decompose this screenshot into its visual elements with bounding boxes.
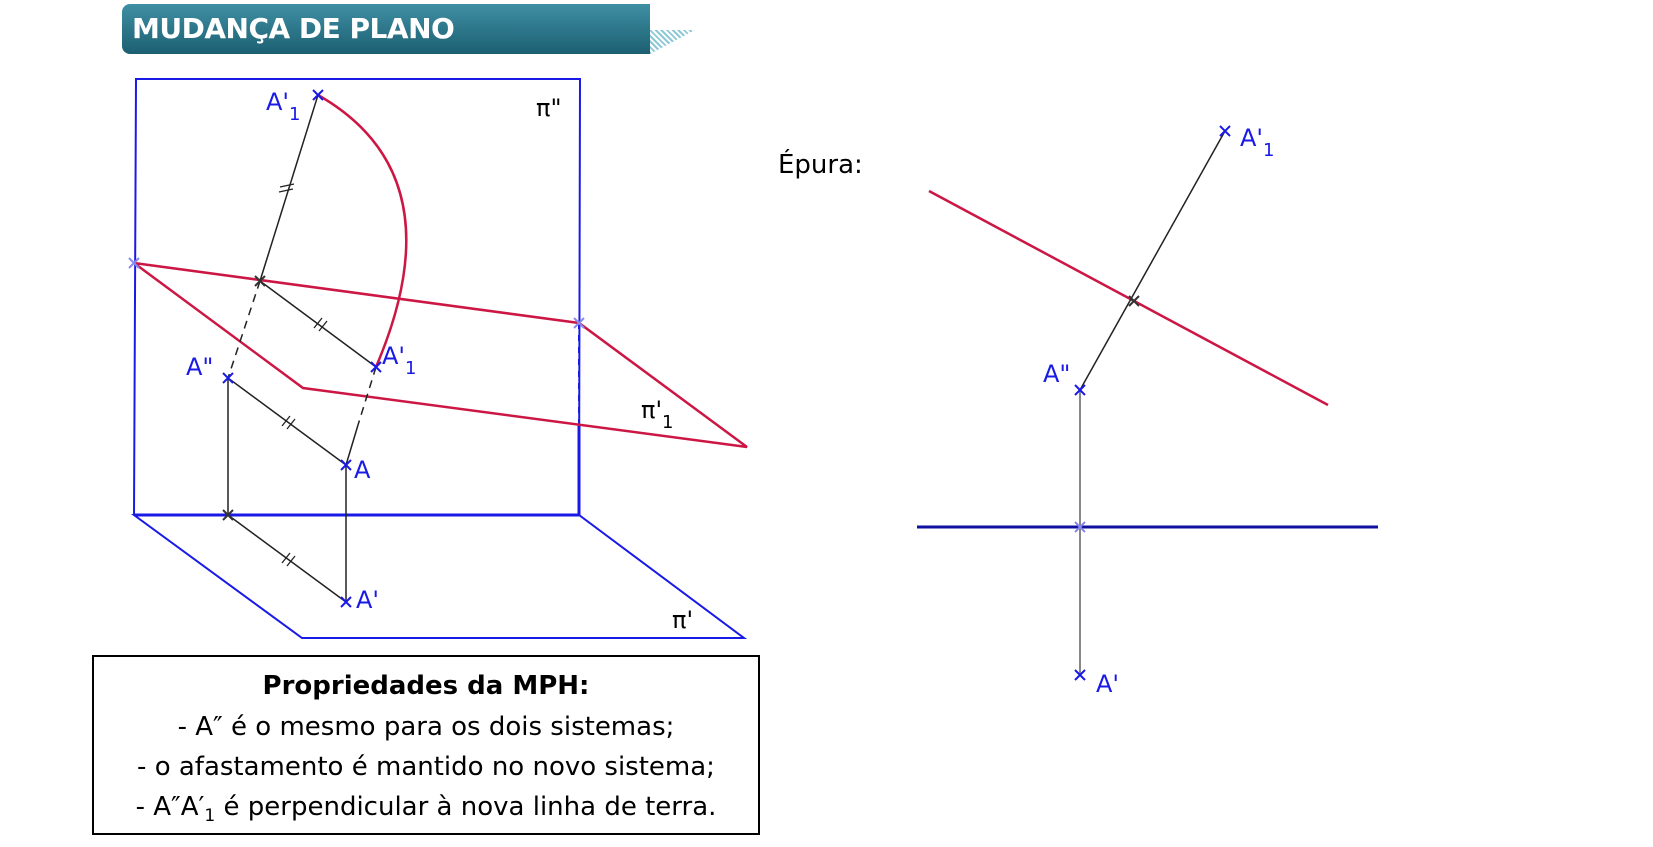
properties-box: Propriedades da MPH: - A″ é o mesmo para…: [92, 655, 760, 835]
pi-horizontal-label: π': [672, 606, 693, 634]
point-A1-mid-label: A'1: [382, 342, 416, 379]
epura-A-vert-to-A1: [1079, 130, 1226, 391]
properties-line-3: - A″A′1 é perpendicular à nova linha de …: [135, 792, 717, 827]
pi-new-label: π'1: [641, 396, 674, 433]
epura-point-A-horiz-label: A': [1096, 670, 1119, 698]
epura-label: Épura:: [778, 150, 863, 180]
page-title: MUDANÇA DE PLANO HORIZONTAL: [122, 4, 650, 95]
pi-vertical-label: π": [536, 94, 562, 122]
epura-new-ground-line: [928, 189, 1329, 407]
epura-intersection-markers: [1074, 521, 1086, 533]
properties-line-2: - o afastamento é mantido no novo sistem…: [137, 752, 715, 782]
line-Avert-to-A: [227, 377, 347, 466]
horizontal-plane: [130, 514, 748, 639]
vertical-plane: [133, 78, 582, 516]
line-A1-to-A-dashed: [357, 366, 377, 426]
line-A1-to-A: [345, 424, 359, 466]
new-horizontal-plane: [133, 261, 748, 449]
construction-markers: [222, 275, 266, 521]
epura-point-A-vert-label: A": [1043, 360, 1070, 388]
point-A-horiz-label: A': [356, 586, 379, 614]
point-A-vert-label: A": [186, 353, 213, 381]
equal-tick-marks: [278, 183, 328, 567]
point-A-label: A: [354, 456, 371, 484]
line-ground-to-Ahoriz: [227, 514, 347, 603]
point-markers: [222, 89, 382, 608]
intersection-markers: [128, 257, 585, 329]
epura-point-A1-label: A'1: [1240, 124, 1274, 161]
rotation-arc: [317, 93, 408, 368]
line-new-ground-dashed: [227, 280, 261, 379]
epura-point-markers: [1074, 125, 1231, 681]
properties-line-1: - A″ é o mesmo para os dois sistemas;: [177, 712, 675, 742]
epura-construction-markers: [1128, 295, 1140, 307]
point-A1-top-label: A'1: [266, 88, 300, 125]
line-A1-top-to-new-ground: [259, 94, 319, 282]
properties-heading: Propriedades da MPH:: [262, 671, 590, 701]
